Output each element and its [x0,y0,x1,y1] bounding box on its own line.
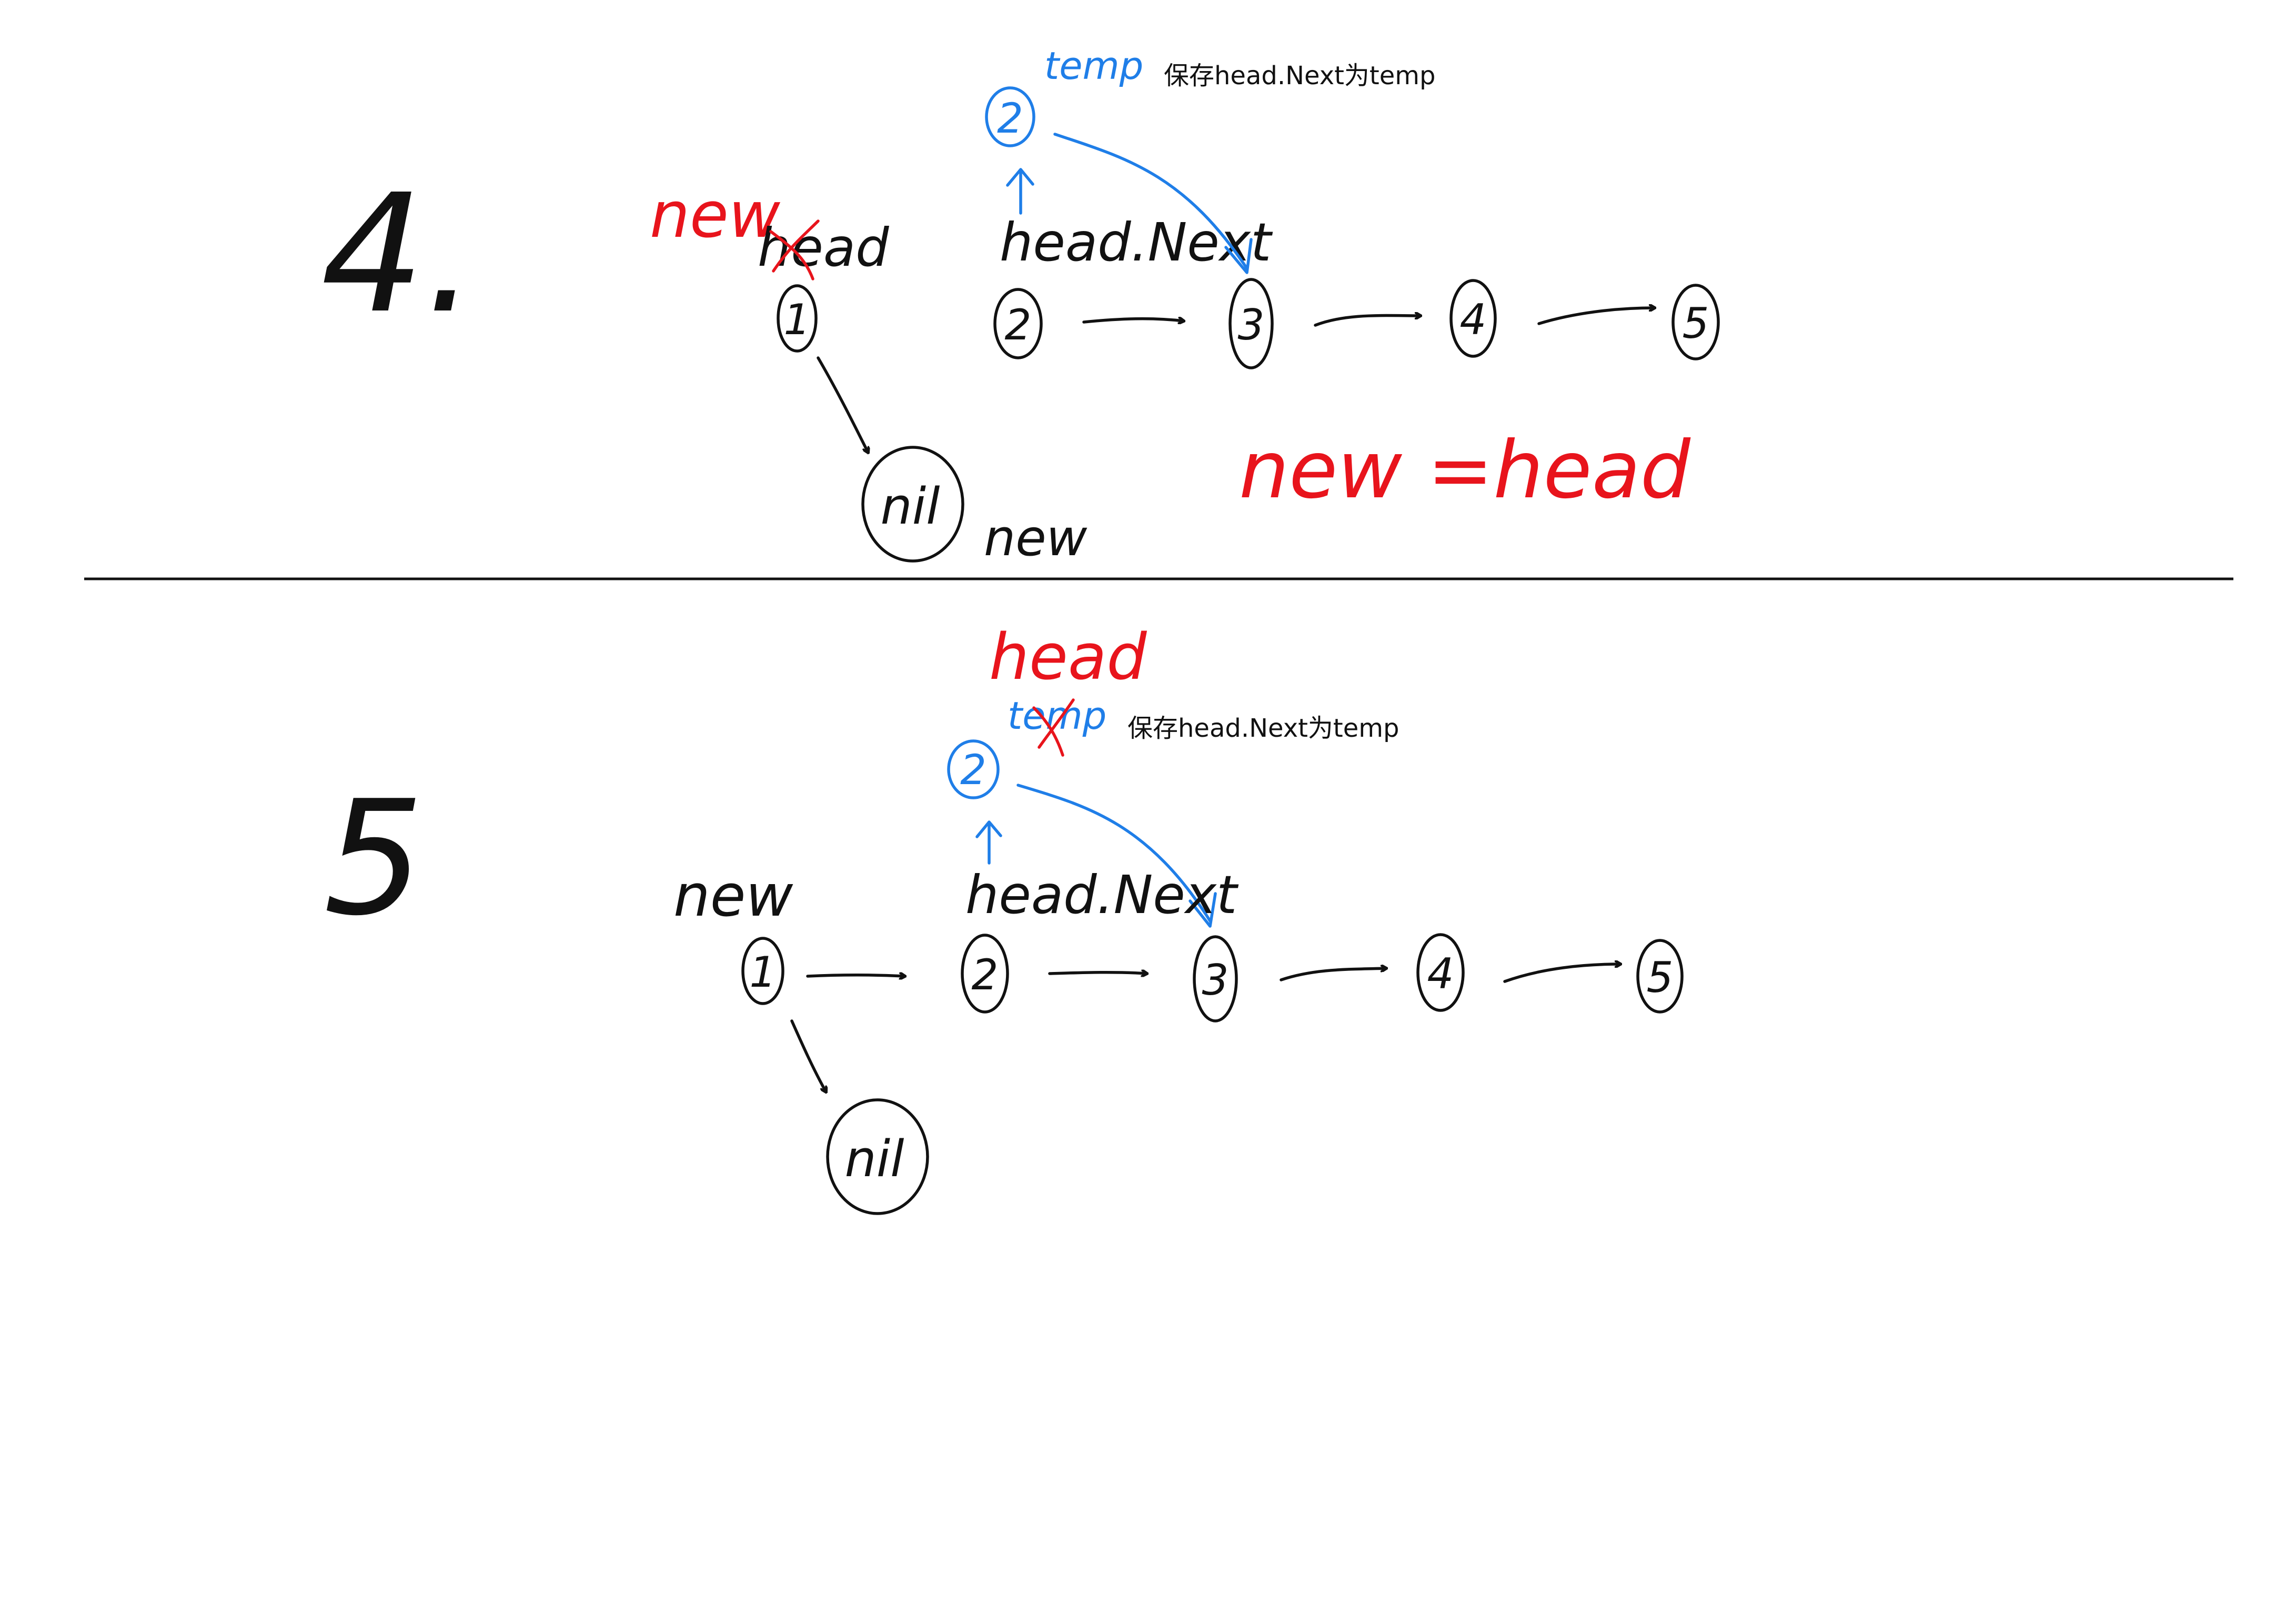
step-4-head-next-label: head.Next [1000,212,1273,273]
step-4-arrow-2-to-3 [1082,319,1184,322]
step-5-node-5-label: 5 [1647,953,1674,1002]
step-5-head-next-label: head.Next [965,864,1239,926]
step-5-node-4-label: 4 [1427,949,1454,998]
step-4-temp-label: temp [1044,44,1143,88]
step-5-temp-node: 2 [947,739,1000,799]
step-5-node-5: 5 [1636,939,1684,1014]
step-4-node-2: 2 [993,288,1043,359]
step-5-head-red-label: head [989,621,1147,694]
step-5-node-3: 3 [1193,935,1238,1022]
step-4-head-label: head [758,217,889,278]
step-5-temp-strike-mark [1032,698,1075,757]
step-4-nil-side-label: new [984,509,1087,567]
step-5-temp-node-label: 2 [960,747,986,794]
step-5-node-1: 1 [741,937,784,1005]
step-4-red-new-label: new [650,179,781,252]
step-4-arrow-1-to-nil [817,356,868,453]
step-4-head-strike-mark [769,219,820,280]
step-5-nil-label: nil [845,1130,904,1188]
step-5-nil-node: nil [826,1098,929,1215]
step-5-arrow-1-to-nil [790,1019,826,1092]
step-4-head-label-group: head [758,217,889,280]
step-5-new-label: new [673,862,793,929]
step-5-node-2: 2 [961,934,1009,1014]
step-4-blue-arrow-temp-to-3 [1053,133,1253,274]
step-5-arrow-4-to-5 [1503,964,1620,983]
step-4-node-4-label: 4 [1460,295,1487,344]
step-4-temp-node: 2 [985,86,1035,147]
step-5-section: 5 head temp 保存head.Next为temp 2 new head.… [324,621,1684,1215]
step-5-blue-up-arrow [975,820,1002,865]
step-5-note: 保存head.Next为temp [1127,714,1399,743]
step-4-node-2-label: 2 [1005,300,1032,349]
step-5-blue-arrow-temp-to-3 [1016,784,1217,928]
step-4-node-5: 5 [1671,284,1720,360]
step-4-nil-label: nil [881,478,940,536]
step-4-arrow-3-to-4 [1314,316,1421,327]
step-5-arrow-3-to-4 [1280,968,1386,981]
step-5-node-3-label: 3 [1202,956,1229,1005]
step-4-note: 保存head.Next为temp [1164,61,1436,91]
step-5-temp-label-group: temp [1008,694,1106,757]
step-4-node-3: 3 [1228,278,1274,369]
step-4-node-5-label: 5 [1683,299,1709,348]
step-4-node-1-label: 1 [784,295,811,344]
step-5-arrow-2-to-3 [1048,973,1147,974]
step-4-node-4: 4 [1449,279,1497,358]
step-4-node-1: 1 [777,284,818,353]
step-5-number: 5 [324,767,424,950]
step-4-section: 4. new head 1 2 3 4 5 [321,44,1720,567]
step-4-number: 4. [321,159,477,349]
step-4-arrow-4-to-5 [1537,308,1655,325]
step-4-temp-node-label: 2 [997,95,1023,143]
step-5-node-1-label: 1 [750,948,777,997]
step-5-arrow-1-to-2 [806,975,905,976]
step-5-temp-label: temp [1008,694,1106,738]
step-5-node-4: 4 [1416,933,1465,1012]
step-4-node-3-label: 3 [1238,300,1265,349]
step-4-assignment: new =head [1239,425,1691,516]
step-4-blue-up-arrow [1006,168,1034,215]
step-4-nil-node: nil [861,446,964,563]
step-5-node-2-label: 2 [972,950,999,999]
